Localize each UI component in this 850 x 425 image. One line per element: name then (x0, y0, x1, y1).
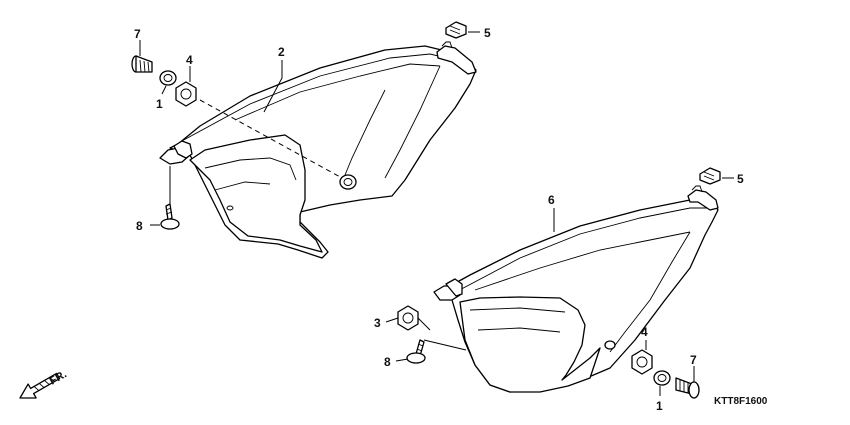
right-side-cover (433, 185, 719, 393)
callout-3: 3 (374, 316, 381, 330)
callout-5-right: 5 (737, 172, 744, 186)
callout-6: 6 (548, 193, 555, 207)
diagram-code: KTT8F1600 (714, 396, 768, 407)
left-side-cover (159, 41, 477, 259)
alignment-line-left (199, 99, 343, 179)
callout-7-right: 7 (690, 353, 697, 367)
clip-top (445, 21, 467, 39)
screw-right (406, 339, 426, 364)
direction-label: FR. (48, 368, 69, 387)
callout-5-top: 5 (484, 26, 491, 40)
grommet-right (631, 349, 653, 375)
callout-2: 2 (278, 45, 285, 59)
bolt-right (675, 377, 700, 399)
callout-4-right: 4 (641, 325, 648, 339)
callout-8-left: 8 (136, 219, 143, 233)
grommet-3 (397, 305, 419, 331)
front-direction-arrow-icon (19, 372, 61, 399)
screw-left (160, 203, 180, 230)
callout-8-right: 8 (384, 355, 391, 369)
grommet-left (175, 81, 197, 107)
callout-1-right: 1 (656, 399, 663, 413)
bolt-left (131, 55, 153, 73)
collar-right (653, 370, 671, 386)
collar-left (159, 70, 177, 86)
callout-7-left: 7 (134, 27, 141, 41)
callout-4-left: 4 (186, 53, 193, 67)
callout-1-left: 1 (156, 97, 163, 111)
clip-right (699, 167, 721, 185)
